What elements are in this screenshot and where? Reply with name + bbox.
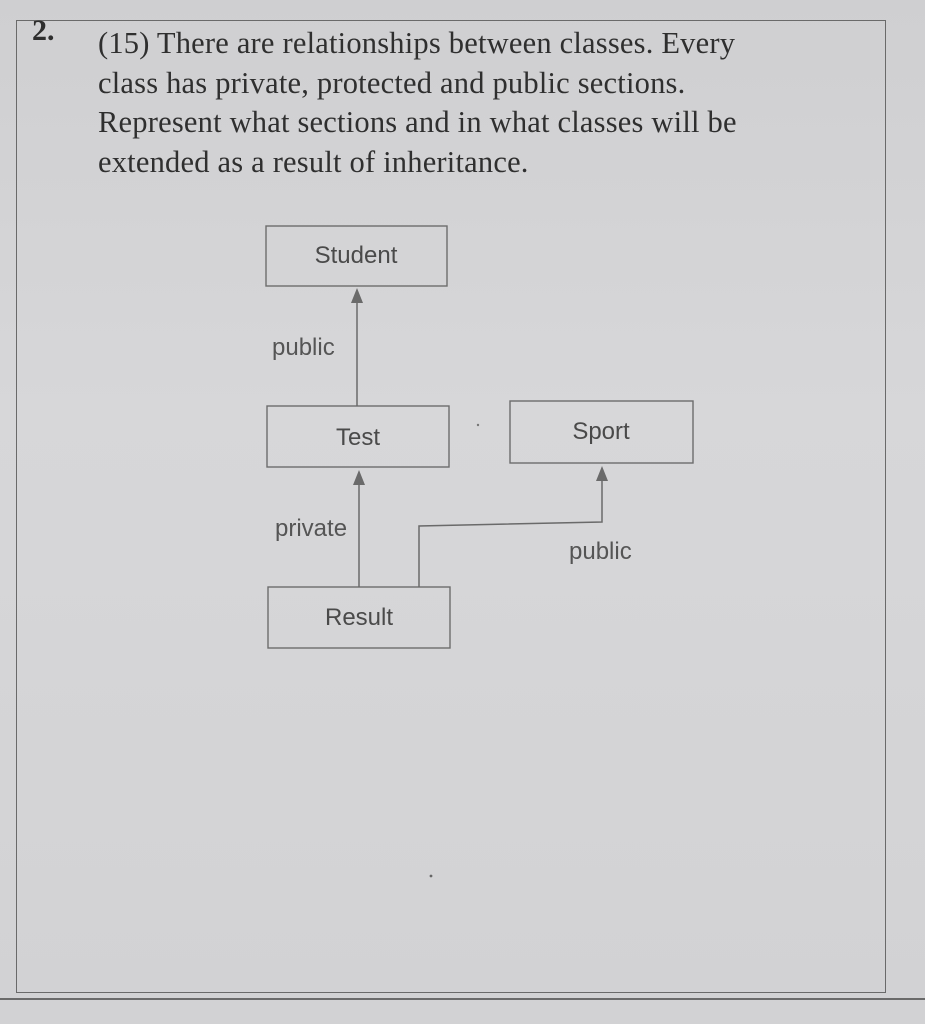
question-text: (15) There are relationships between cla… [98,24,858,182]
question-line: extended as a result of inheritance. [98,144,529,179]
page-bottom-rule [0,998,925,1000]
class-label-student: Student [315,242,398,269]
question-line: class has private, protected and public … [98,65,686,100]
class-sport: Sport [509,400,694,464]
arrow-up-icon [596,466,608,481]
connector-line [418,480,603,587]
class-test: Test [266,405,450,468]
question-number: 2. [32,14,55,47]
arrow-up-icon [353,470,365,485]
class-label-result: Result [325,604,393,631]
paper-speck [476,423,480,427]
inheritance-result-test: private [275,470,365,587]
question-box [16,20,886,993]
question-line: Represent what sections and in what clas… [98,105,737,139]
relation-label-public: public [569,538,632,565]
relation-label-private: private [275,515,347,542]
arrow-up-icon [351,288,363,303]
class-student: Student [265,225,448,287]
class-box-test [266,405,450,468]
paper-speck [429,874,433,878]
class-result: Result [267,586,451,649]
inheritance-result-sport: public [418,466,632,587]
inheritance-test-student: public [272,288,363,406]
class-label-test: Test [336,424,380,451]
question-line: (15) There are relationships between cla… [98,26,736,60]
class-box-student [265,225,448,287]
class-box-sport [509,400,694,464]
cut-off-header: Student name: [190,0,530,4]
class-label-sport: Sport [572,418,630,445]
relation-label-public: public [272,334,335,361]
